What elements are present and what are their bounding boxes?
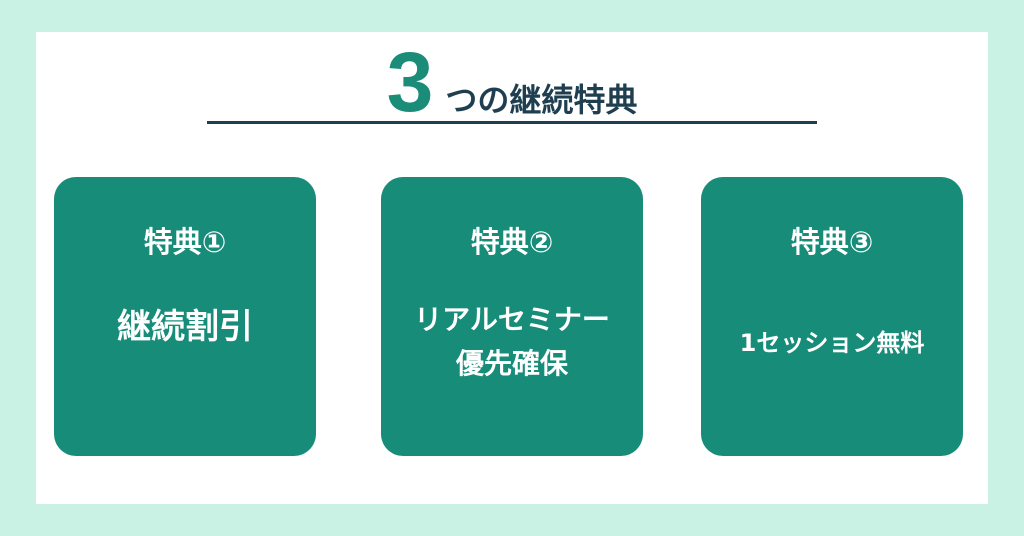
card-label: 特典② — [470, 225, 554, 259]
card-text: 1セッション無料 — [739, 329, 925, 357]
page-title: 3 つの継続特典 — [0, 34, 1024, 131]
title-number: 3 — [386, 35, 434, 129]
benefit-card-2: 特典② リアルセミナー 優先確保 — [381, 177, 643, 456]
card-label: 特典③ — [790, 225, 874, 259]
title-divider — [207, 121, 817, 124]
benefit-card-3: 特典③ 1セッション無料 — [701, 177, 963, 456]
card-text-line-1: リアルセミナー — [414, 303, 610, 336]
card-text: 継続割引 — [117, 307, 253, 347]
benefit-card-1: 特典① 継続割引 — [54, 177, 316, 456]
card-label: 特典① — [143, 225, 227, 259]
card-text-line-2: 優先確保 — [455, 347, 568, 380]
title-text: つの継続特典 — [445, 81, 638, 119]
